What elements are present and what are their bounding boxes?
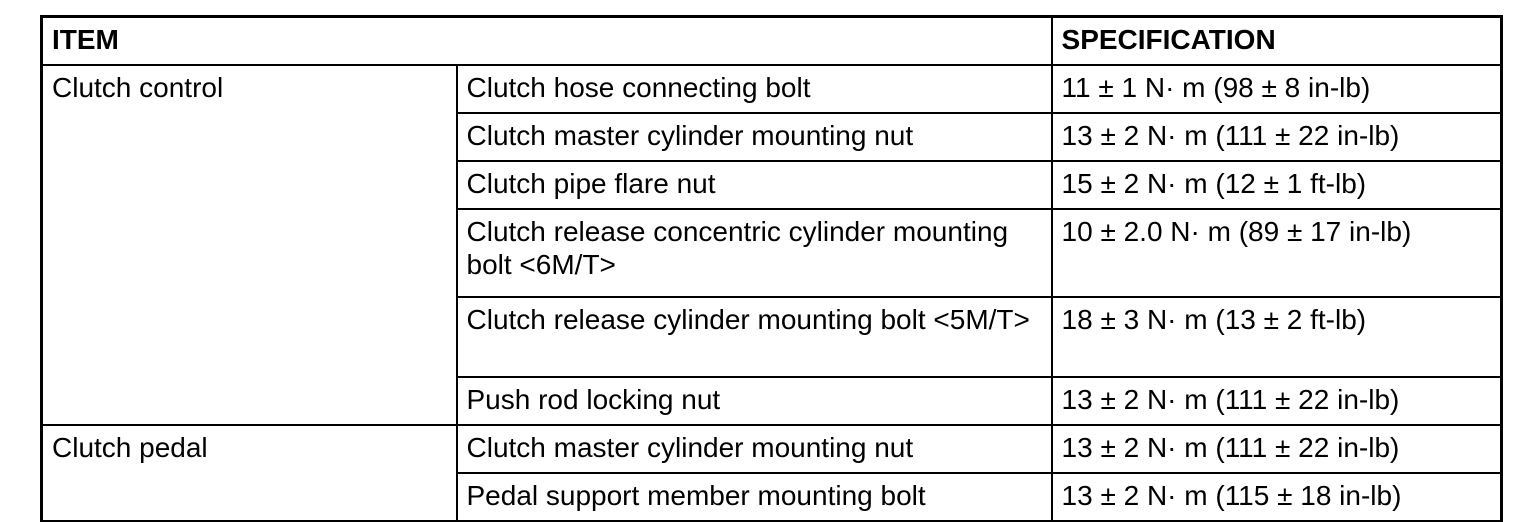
spec-cell: 13 ± 2 N· m (111 ± 22 in-lb) — [1050, 424, 1503, 475]
item-group-cell: Clutch control — [40, 64, 458, 427]
spec-cell: 13 ± 2 N· m (111 ± 22 in-lb) — [1050, 376, 1503, 427]
spec-cell: 18 ± 3 N· m (13 ± 2 ft-lb) — [1050, 296, 1503, 379]
spec-cell: 10 ± 2.0 N· m (89 ± 17 in-lb) — [1050, 208, 1503, 299]
table-row: Clutch pipe flare nut 15 ± 2 N· m (12 ± … — [42, 160, 1503, 211]
component-cell: Clutch hose connecting bolt — [455, 64, 1053, 115]
table-row: Clutch control Clutch hose connecting bo… — [40, 64, 1503, 427]
table-row: Pedal support member mounting bolt 13 ± … — [42, 472, 1503, 522]
table-row: Clutch pedal Clutch master cylinder moun… — [40, 424, 1503, 522]
column-header-specification: SPECIFICATION — [1050, 15, 1503, 67]
table-row: Clutch release concentric cylinder mount… — [42, 208, 1503, 299]
component-cell: Clutch release concentric cylinder mount… — [455, 208, 1053, 299]
component-cell: Pedal support member mounting bolt — [455, 472, 1053, 522]
spec-cell: 11 ± 1 N· m (98 ± 8 in-lb) — [1050, 64, 1503, 115]
table-row: Clutch release cylinder mounting bolt <5… — [42, 296, 1503, 379]
spec-cell: 13 ± 2 N· m (111 ± 22 in-lb) — [1050, 112, 1503, 163]
table-row: Push rod locking nut 13 ± 2 N· m (111 ± … — [42, 376, 1503, 427]
component-cell: Push rod locking nut — [455, 376, 1053, 427]
header-row: ITEM SPECIFICATION — [40, 15, 1503, 67]
spec-cell: 13 ± 2 N· m (115 ± 18 in-lb) — [1050, 472, 1503, 522]
table-row: Clutch master cylinder mounting nut 13 ±… — [42, 112, 1503, 163]
component-cell: Clutch release cylinder mounting bolt <5… — [455, 296, 1053, 379]
item-group-cell: Clutch pedal — [40, 424, 458, 522]
spec-cell: 15 ± 2 N· m (12 ± 1 ft-lb) — [1050, 160, 1503, 211]
column-header-item: ITEM — [40, 15, 1053, 67]
component-cell: Clutch master cylinder mounting nut — [455, 424, 1053, 475]
component-cell: Clutch pipe flare nut — [455, 160, 1053, 211]
component-cell: Clutch master cylinder mounting nut — [455, 112, 1053, 163]
torque-spec-table: ITEM SPECIFICATION Clutch control Clutch… — [40, 15, 1504, 522]
